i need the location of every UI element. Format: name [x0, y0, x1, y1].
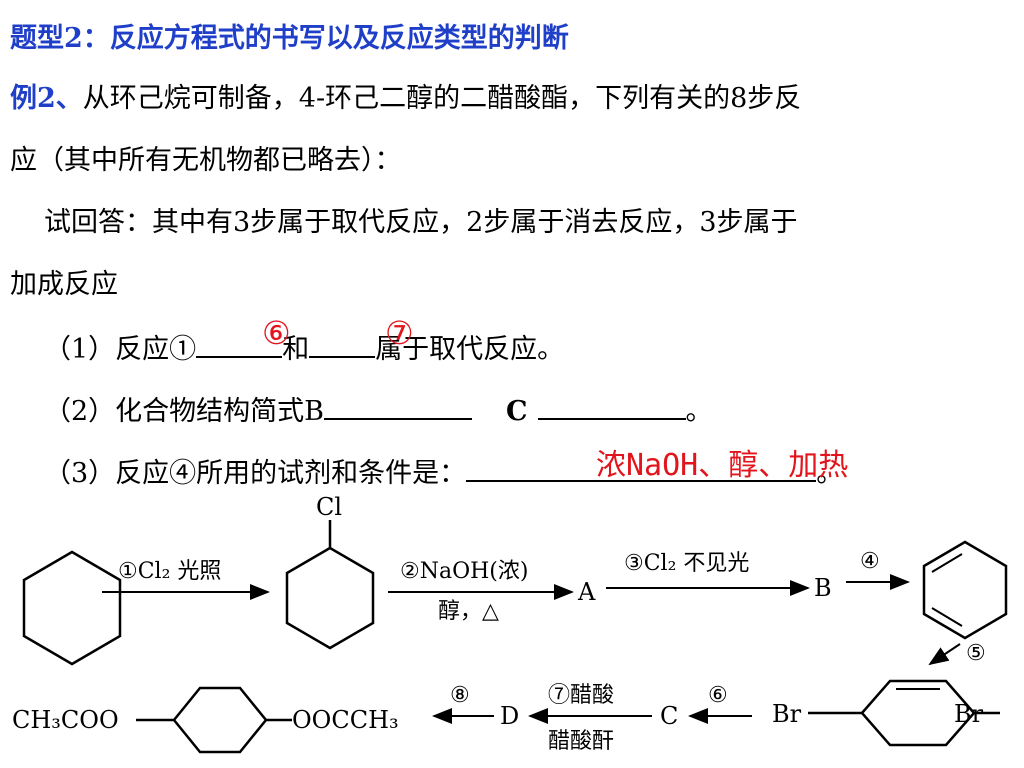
step-1-label: ①Cl₂ 光照 — [118, 559, 221, 584]
q3-prefix: （3）反应④所用的试剂和条件是： — [44, 458, 467, 489]
q1-mid: 和 — [282, 334, 310, 365]
step-5-label: ⑤ — [966, 641, 986, 666]
q1-prefix: （1）反应① — [44, 334, 197, 365]
step-8-label: ⑧ — [450, 683, 470, 708]
q2-prefix: （2）化合物结构简式B — [44, 396, 325, 427]
example-line-2: 应（其中所有无机物都已略去）： — [10, 145, 402, 176]
cyclohexane-ring — [22, 550, 122, 666]
compound-d: D — [500, 702, 519, 730]
hint-line-1: 试回答：其中有3步属于取代反应，2步属于消去反应，3步属于 — [44, 207, 798, 238]
q2-mid: C — [506, 396, 528, 427]
br-left-label: Br — [772, 700, 802, 728]
q1-answer-1: ⑥ — [262, 314, 291, 352]
question-1: （1）反应① 和 属于取代反应。 — [44, 330, 564, 367]
example-text-1: 从环己烷可制备，4-环己二醇的二醋酸酯，下列有关的8步反 — [82, 83, 802, 114]
q1-suffix: 属于取代反应。 — [375, 334, 565, 365]
hint-line-2: 加成反应 — [10, 269, 118, 300]
diene-double-bond-1 — [931, 553, 963, 573]
compound-b: B — [814, 574, 832, 602]
ester-left-label: CH₃COO — [12, 706, 119, 734]
cyclohexadiene-ring — [922, 540, 1008, 640]
example-line-1: 例2、从环己烷可制备，4-环己二醇的二醋酸酯，下列有关的8步反 — [10, 82, 801, 116]
step-2-top-label: ②NaOH(浓) — [400, 559, 528, 584]
q1-blank-2[interactable] — [309, 330, 376, 358]
question-2: （2）化合物结构简式B C 。 — [44, 392, 713, 429]
diene-double-bond-2 — [931, 607, 963, 627]
page-title: 题型2：反应方程式的书写以及反应类型的判断 — [10, 23, 569, 54]
q1-answer-2: ⑦ — [385, 314, 414, 352]
q2-blank-b[interactable] — [324, 392, 473, 420]
step-2-bottom-label: 醇，△ — [438, 599, 499, 624]
question-3: （3）反应④所用的试剂和条件是： 。 — [44, 454, 843, 491]
step-7-bottom-label: 醋酸酐 — [548, 729, 614, 754]
q3-answer: 浓NaOH、醇、加热 — [596, 448, 849, 483]
compound-a: A — [577, 578, 596, 606]
step-3-label: ③Cl₂ 不见光 — [624, 551, 749, 576]
q3-suffix: 。 — [816, 458, 844, 489]
q2-suffix: 。 — [685, 396, 713, 427]
step-7-top-label: ⑦醋酸 — [548, 683, 614, 708]
br-right-label: Br — [954, 700, 984, 728]
chlorocyclohexane-ring — [285, 546, 375, 650]
q3-blank[interactable] — [466, 454, 817, 482]
example-label: 例2、 — [10, 83, 83, 114]
cl-label: Cl — [316, 493, 342, 521]
ester-right-label: OOCCH₃ — [292, 706, 399, 734]
q1-blank-1[interactable] — [196, 330, 283, 358]
q2-blank-c[interactable] — [537, 392, 686, 420]
compound-c: C — [660, 702, 678, 730]
step-6-label: ⑥ — [708, 683, 728, 708]
step-4-label: ④ — [860, 549, 880, 574]
diacetate-ring — [172, 686, 268, 754]
arrow-step-5 — [928, 643, 961, 666]
